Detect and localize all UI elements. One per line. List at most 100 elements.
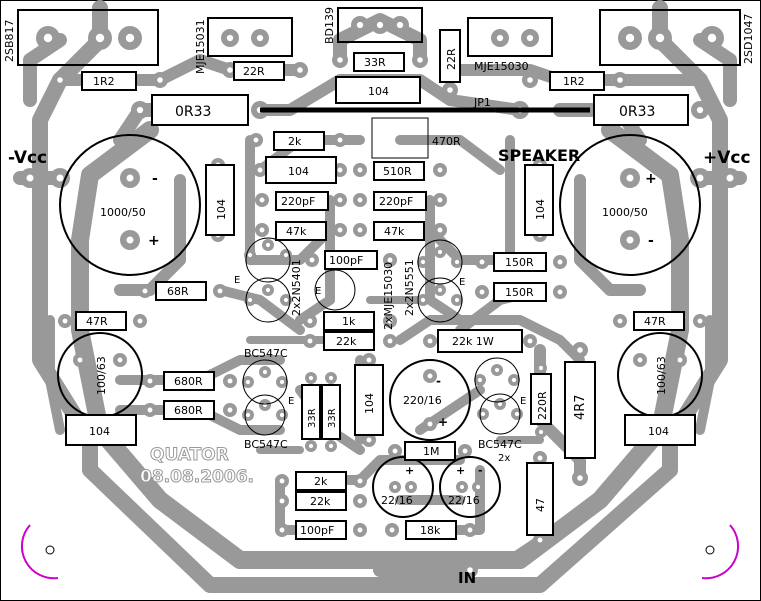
drill-hole <box>357 227 363 233</box>
drill-hole <box>527 338 533 344</box>
r-22k-1w-body <box>437 329 523 353</box>
q-right-drv-body <box>467 17 553 57</box>
label-pair-npn: 2x2N5551 <box>403 259 416 316</box>
label-r-1r2-left: 1R2 <box>93 75 115 88</box>
drill-hole <box>137 318 143 324</box>
drill-hole <box>514 411 520 417</box>
drill-hole <box>309 257 315 263</box>
drill-hole <box>427 338 433 344</box>
label-emitter-e: E <box>520 396 526 407</box>
label-c-104-bl: 104 <box>89 425 110 438</box>
drill-hole <box>697 318 703 324</box>
drill-hole <box>297 67 303 73</box>
r-33r-b-body <box>321 384 341 440</box>
c-100pf-bot-body <box>295 520 347 540</box>
label-bc-bottom: BC547C <box>244 438 288 451</box>
drill-hole <box>655 33 665 43</box>
drill-hole <box>479 289 485 295</box>
drill-hole <box>95 33 105 43</box>
r-33r-body <box>353 52 405 72</box>
r-150r-bot-body <box>493 282 547 302</box>
drill-hole <box>307 338 313 344</box>
polarity-22b-minus: - <box>478 464 483 477</box>
label-r-1r2-right: 1R2 <box>563 75 585 88</box>
polarity-220-plus: + <box>438 415 448 429</box>
drill-hole <box>387 318 393 324</box>
polarity-1000-right-minus: - <box>648 233 654 249</box>
label-r-2k-top: 2k <box>288 135 302 148</box>
polarity-22a-plus: + <box>405 464 414 477</box>
label-c-220pf-left: 220pF <box>281 195 315 208</box>
drill-hole <box>447 87 453 93</box>
c-104-br-body <box>624 414 696 446</box>
label-r-2k-bot: 2k <box>314 475 328 488</box>
drill-hole <box>357 527 363 533</box>
drill-hole <box>279 379 285 385</box>
el-22b-body <box>439 456 501 518</box>
drill-hole <box>617 77 623 83</box>
label-r-47k-left: 47k <box>286 225 307 238</box>
q-bc-d-body <box>479 393 521 435</box>
drill-hole <box>467 567 473 573</box>
drill-hole <box>77 357 83 363</box>
drill-hole <box>217 288 223 294</box>
label-pair-pnp: 2x2N5401 <box>290 259 303 316</box>
label-r-33r: 33R <box>364 56 386 69</box>
drill-hole <box>283 297 289 303</box>
label-c-104-left: 104 <box>215 199 228 220</box>
drill-hole <box>696 106 704 114</box>
drill-hole <box>475 484 481 490</box>
drill-hole <box>557 259 563 265</box>
drill-hole <box>308 375 314 381</box>
label-el-1000-right: 1000/50 <box>602 206 648 219</box>
r-22k-bot-body <box>295 491 347 511</box>
drill-hole <box>437 227 443 233</box>
label-speaker: SPEAKER <box>498 146 580 165</box>
label-r-18k: 18k <box>420 524 441 537</box>
drill-hole <box>117 357 123 363</box>
drill-hole <box>259 197 265 203</box>
c-104-vert-body <box>354 364 384 436</box>
label-r-150r-bot: 150R <box>505 286 534 299</box>
label-r-33r-b: 33R <box>327 408 338 428</box>
drill-hole <box>357 167 363 173</box>
pads <box>20 16 740 578</box>
label-r-33r-a: 33R <box>307 408 318 428</box>
drill-hole <box>427 373 433 379</box>
label-bc-top: BC547C <box>244 347 288 360</box>
label-r-22k-bot: 22k <box>310 495 331 508</box>
drill-hole <box>279 527 285 533</box>
drill-hole <box>279 498 285 504</box>
drill-hole <box>537 537 543 543</box>
drill-hole <box>376 21 384 29</box>
drill-hole <box>307 318 313 324</box>
drill-hole <box>279 412 285 418</box>
r-22k-left-body <box>323 331 375 351</box>
r-1r2-right-body <box>549 71 605 91</box>
drill-hole <box>26 174 34 182</box>
label-title: QUATOR <box>150 445 229 465</box>
drill-hole <box>245 412 251 418</box>
r-0r33-right-body <box>593 94 689 126</box>
drill-hole <box>462 448 468 454</box>
polarity-1000-left-plus: + <box>148 233 160 249</box>
drill-hole <box>626 174 634 182</box>
drill-hole <box>420 259 426 265</box>
r-4r7-body <box>564 361 596 459</box>
label-c-104-br: 104 <box>648 425 669 438</box>
drill-hole <box>392 484 398 490</box>
drill-hole <box>454 259 460 265</box>
drill-hole <box>477 377 483 383</box>
drill-hole <box>257 167 263 173</box>
label-q-pair-a: 2xMJE15030 <box>382 262 395 330</box>
label-q-right-out: 2SD1047 <box>742 14 755 64</box>
drill-hole <box>617 318 623 324</box>
drill-hole <box>496 34 504 42</box>
drill-hole <box>637 357 643 363</box>
drill-hole <box>408 484 414 490</box>
drill-hole <box>437 287 443 293</box>
drill-hole <box>253 137 259 143</box>
el-220-body <box>389 359 471 441</box>
label-emitter-d: E <box>288 396 294 407</box>
r-150r-top-body <box>493 252 547 272</box>
